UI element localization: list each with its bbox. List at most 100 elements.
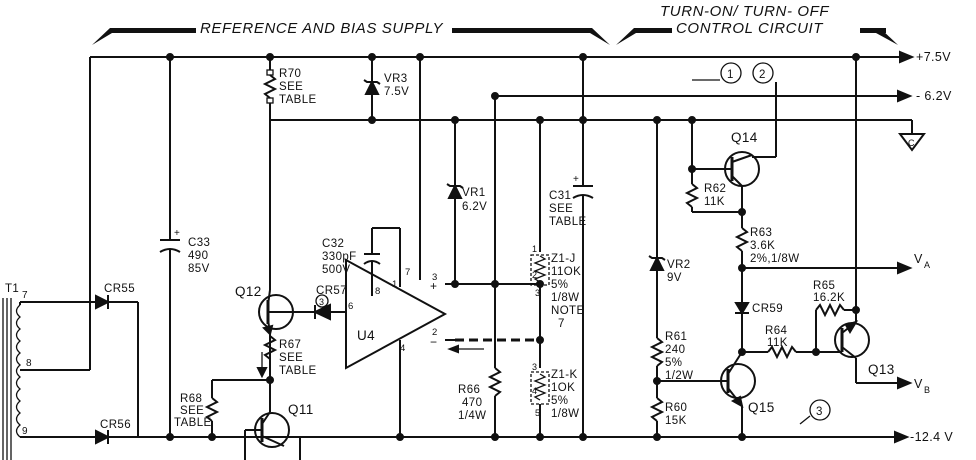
resistor-r70-see: SEE: [279, 81, 303, 93]
resistor-r63-tol: 2%,1/8W: [750, 253, 799, 265]
capacitor-c33-voltage: 85V: [188, 263, 210, 275]
z1k-pin-3: 3: [532, 362, 537, 372]
capacitor-c32-ref: C32: [322, 238, 344, 250]
transistor-q13-label: Q13: [868, 362, 895, 377]
transformer-pin-7: 7: [22, 290, 28, 301]
transistor-q12-label: Q12: [235, 284, 262, 299]
zener-vr2-voltage: 9V: [667, 272, 682, 284]
resistor-z1k-watt: 1/8W: [551, 408, 579, 420]
resistor-r65-ref: R65: [813, 280, 835, 292]
resistor-r70: [262, 53, 278, 290]
capacitor-c31: [572, 53, 594, 441]
rail-minus-12-4v-label: -12.4 V: [910, 430, 953, 444]
transistor-q15-label: Q15: [748, 400, 775, 415]
capacitor-c31-table: TABLE: [549, 216, 587, 228]
resistor-z1k-value: 1OK: [551, 382, 575, 394]
capacitor-c31-see: SEE: [549, 203, 573, 215]
header-reference-bracket: [92, 28, 610, 45]
resistor-r68-table: TABLE: [174, 417, 212, 429]
opamp-pin-6: 6: [348, 301, 354, 312]
header-turn-title-line2: CONTROL CIRCUIT: [676, 20, 824, 37]
resistor-z1j-watt: 1/8W: [551, 292, 579, 304]
resistor-r70-ref: R70: [279, 68, 301, 80]
resistor-r62-ref: R62: [704, 183, 726, 195]
resistor-r61-value: 240: [665, 344, 685, 356]
zener-vr2-ref: VR2: [667, 259, 691, 271]
resistor-r61-ref: R61: [665, 331, 687, 343]
zener-vr1: [446, 183, 464, 199]
transistor-q11: [244, 380, 301, 460]
transistor-q13: [834, 53, 913, 390]
resistor-r62-value: 11K: [704, 196, 725, 208]
rail-plus-7-5v: [90, 50, 915, 64]
transformer-pin-8: 8: [26, 358, 32, 369]
resistor-r61-watt: 1/2W: [665, 370, 693, 382]
z1j-pin-2: 2: [532, 270, 537, 280]
resistor-z1k: [530, 371, 550, 441]
resistor-r61-tol: 5%: [665, 357, 682, 369]
ground-bus: [270, 119, 926, 152]
control-line-1-number: 1: [727, 69, 734, 81]
header-turn-title-line1: TURN-ON/ TURN- OFF: [660, 3, 829, 20]
resistor-z1j-tol: 5%: [551, 279, 568, 291]
opamp-minus-sign: −: [430, 335, 437, 349]
opamp-pin-7: 7: [405, 267, 411, 278]
resistor-r65-value: 16.2K: [813, 292, 845, 304]
resistor-z1j-ref: Z1-J: [551, 253, 576, 265]
diode-cr57-label: CR57: [316, 285, 347, 297]
capacitor-c33-value: 490: [188, 250, 208, 262]
capacitor-c31-ref: C31: [549, 190, 571, 202]
opamp-pin-4: 4: [400, 343, 406, 354]
opamp-pin-2: 2: [432, 327, 438, 338]
resistor-z1j-note: NOTE: [551, 305, 585, 317]
resistor-r66: [487, 92, 503, 441]
rail-minus-6-2v-label: - 6.2V: [916, 89, 952, 103]
diode-cr59-label: CR59: [752, 303, 783, 315]
opamp-pin-8: 8: [375, 286, 381, 297]
resistor-r68-see: SEE: [180, 405, 204, 417]
transformer-pin-9: 9: [22, 426, 28, 437]
zener-vr1-voltage: 6.2V: [462, 201, 487, 213]
resistor-r67: [256, 335, 278, 379]
resistor-r66-watt: 1/4W: [458, 410, 486, 422]
resistor-r67-see: SEE: [279, 352, 303, 364]
header-reference-title: REFERENCE AND BIAS SUPPLY: [200, 20, 444, 37]
resistor-r70-table: TABLE: [279, 94, 317, 106]
opamp-u4-label: U4: [357, 328, 375, 343]
resistor-r68-ref: R68: [180, 393, 202, 405]
resistor-r60-ref: R60: [665, 402, 687, 414]
resistor-r60-value: 15K: [665, 415, 687, 427]
feedback-dashed-path: [447, 338, 540, 354]
rail-plus-7-5v-label: +7.5V: [916, 50, 951, 64]
output-va-subscript: A: [924, 260, 930, 270]
capacitor-c33: [159, 53, 181, 441]
diode-cr59: [734, 302, 750, 356]
node-3-marker: 3: [319, 297, 324, 307]
resistor-r66-value: 470: [462, 397, 482, 409]
opamp-plus-sign: +: [430, 279, 437, 293]
zener-vr3-voltage: 7.5V: [384, 86, 409, 98]
z1j-pin-1: 1: [532, 244, 537, 254]
z1j-pin-3: 3: [535, 288, 540, 298]
wire-noninverting: [451, 116, 540, 288]
transformer-t1: [2, 298, 100, 460]
resistor-z1j-value: 11OK: [551, 266, 581, 278]
opamp-u4: [345, 53, 455, 441]
diode-cr55: [95, 294, 139, 437]
transistor-q15: [720, 351, 756, 441]
diode-cr55-label: CR55: [104, 283, 135, 295]
transistor-q14-label: Q14: [731, 130, 758, 145]
transistor-q11-label: Q11: [288, 402, 314, 417]
output-vb-label: V: [914, 377, 923, 391]
zener-vr3-ref: VR3: [384, 73, 408, 85]
zener-vr1-ref: VR1: [462, 187, 486, 199]
ground-label: C: [908, 138, 915, 148]
resistor-z1j-note-num: 7: [558, 318, 565, 330]
resistor-r66-ref: R66: [458, 384, 480, 396]
zener-vr3: [363, 53, 381, 124]
resistor-z1k-ref: Z1-K: [551, 369, 578, 381]
capacitor-c33-ref: C33: [188, 237, 210, 249]
resistor-r64-value: 11K: [767, 337, 788, 349]
diode-cr56: [95, 429, 111, 445]
